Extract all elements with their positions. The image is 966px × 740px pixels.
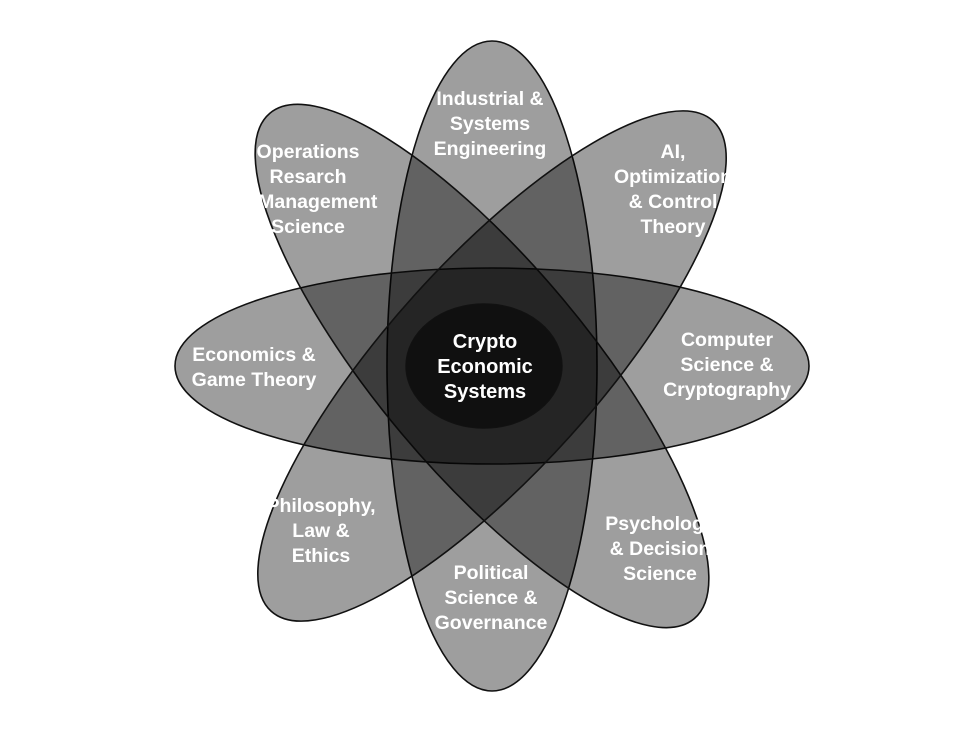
label-line: AI, [661,141,686,163]
label-line: Political [454,562,529,584]
label-economics: Economics & Game Theory [192,344,317,391]
label-line: Economic [437,356,533,378]
label-line: Science & [444,587,537,609]
label-line: & Decision [610,538,711,560]
label-line: Game Theory [192,369,317,391]
label-line: Optimization [614,166,732,188]
center-disc [405,303,563,429]
label-line: Governance [435,612,548,634]
label-line: Philosophy, [266,495,375,517]
label-line: Operations [257,141,360,163]
label-line: Economics & [192,344,316,366]
label-line: Cryptography [663,379,791,401]
label-line: Psychology [605,513,715,535]
label-line: Crypto [453,331,517,353]
label-line: & Management [239,191,378,213]
label-line: Ethics [292,545,351,567]
label-line: Theory [640,216,705,238]
label-line: Science [271,216,345,238]
label-line: Science & [680,354,773,376]
petals-layer [174,40,810,692]
label-philosophy: Philosophy, Law & Ethics [266,495,375,567]
label-line: Science [623,563,697,585]
label-line: Computer [681,329,773,351]
label-line: Systems [444,381,526,403]
label-line: Law & [292,520,349,542]
label-line: Engineering [434,138,547,160]
label-line: Industrial & [436,88,543,110]
label-line: & Control [629,191,718,213]
label-line: Systems [450,113,530,135]
label-line: Resarch [270,166,347,188]
